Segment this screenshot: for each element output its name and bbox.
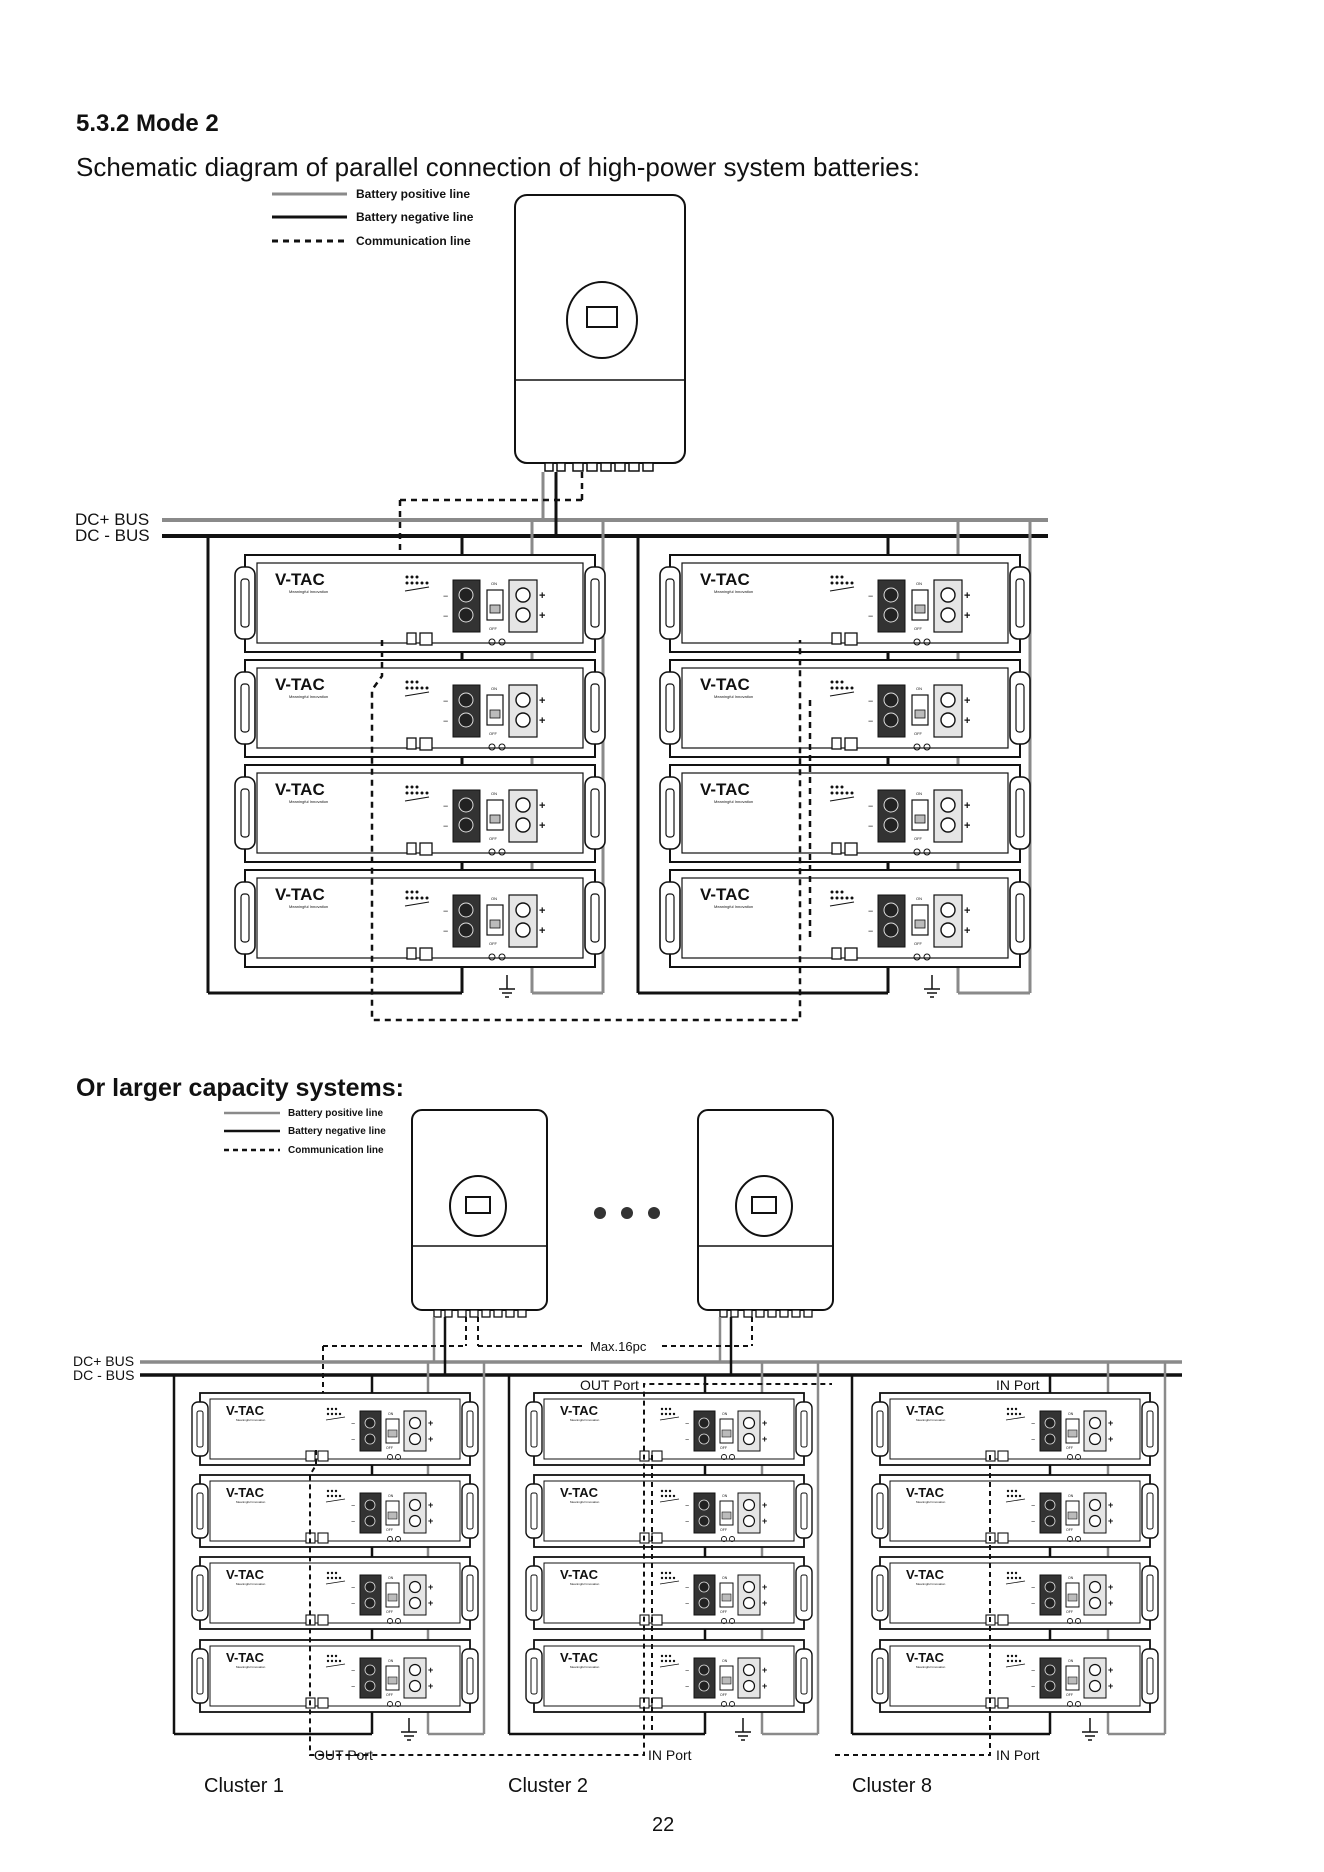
out-port-label: OUT Port <box>314 1747 373 1763</box>
in-port-label: IN Port <box>648 1747 692 1763</box>
dc-minus-bus-label: DC - BUS <box>75 526 150 545</box>
battery-module <box>234 659 606 758</box>
legend-communication-label: Communication line <box>356 234 471 248</box>
battery-module <box>191 1474 479 1548</box>
battery-module <box>525 1392 813 1466</box>
more-inverters-dot <box>621 1207 633 1219</box>
svg-text:Communication line: Communication line <box>288 1145 384 1156</box>
battery-module <box>191 1556 479 1630</box>
battery-module <box>659 869 1031 968</box>
out-port-label: OUT Port <box>580 1377 639 1393</box>
battery-module <box>525 1639 813 1713</box>
legend-negative-label: Battery negative line <box>356 210 474 224</box>
battery-module <box>191 1639 479 1713</box>
svg-text:Battery positive line: Battery positive line <box>288 1108 383 1119</box>
battery-module <box>871 1639 1159 1713</box>
battery-module <box>234 869 606 968</box>
battery-module <box>659 764 1031 863</box>
svg-text:DC+ BUS: DC+ BUS <box>73 1353 134 1369</box>
diagram-subtitle-2: Or larger capacity systems: <box>76 1074 404 1102</box>
in-port-label: IN Port <box>996 1377 1040 1393</box>
battery-module <box>525 1556 813 1630</box>
cluster-1-label: Cluster 1 <box>204 1775 284 1797</box>
battery-module <box>659 659 1031 758</box>
legend-positive-label: Battery positive line <box>356 187 470 201</box>
dc-plus-bus-label: DC+ BUS <box>75 510 149 529</box>
battery-module <box>525 1474 813 1548</box>
diagram-subtitle: Schematic diagram of parallel connection… <box>76 152 920 182</box>
battery-module <box>871 1556 1159 1630</box>
legend-bottom: Battery positive line Battery negative l… <box>224 1108 386 1156</box>
section-title: 5.3.2 Mode 2 <box>76 110 219 137</box>
more-inverters-dot <box>648 1207 660 1219</box>
more-inverters-dot <box>594 1207 606 1219</box>
cluster-8-label: Cluster 8 <box>852 1775 932 1797</box>
max-inverters-label: Max.16pc <box>590 1339 647 1354</box>
inverter-n <box>697 1109 834 1318</box>
cluster-2-label: Cluster 2 <box>508 1775 588 1797</box>
battery-module <box>659 554 1031 653</box>
battery-module <box>871 1392 1159 1466</box>
page-number: 22 <box>652 1814 675 1836</box>
in-port-label: IN Port <box>996 1747 1040 1763</box>
svg-text:DC - BUS: DC - BUS <box>73 1367 134 1383</box>
battery-module <box>191 1392 479 1466</box>
svg-text:Battery negative line: Battery negative line <box>288 1126 386 1137</box>
battery-module <box>234 554 606 653</box>
inverter-top <box>514 194 686 472</box>
inverter-1 <box>411 1109 548 1318</box>
battery-module <box>871 1474 1159 1548</box>
legend-top: Battery positive line Battery negative l… <box>272 187 474 248</box>
battery-module <box>234 764 606 863</box>
